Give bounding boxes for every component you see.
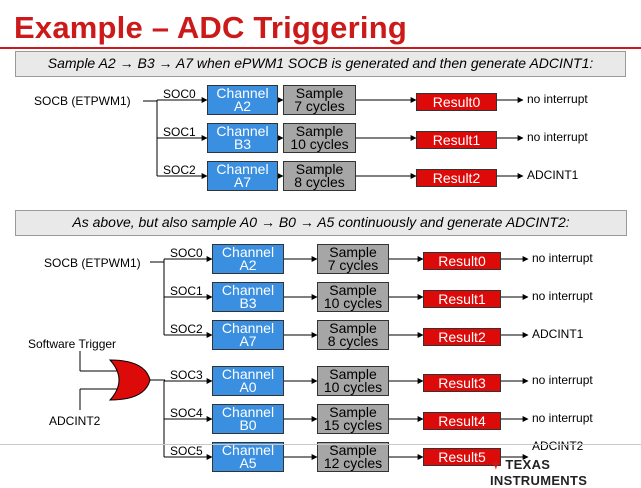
box-text-line: 8 cycles: [294, 174, 345, 190]
software-trigger-label: Software Trigger: [28, 337, 117, 351]
banner-section-2: As above, but also sample A0 → B0 → A5 c…: [15, 210, 627, 236]
logo-word-instruments: INSTRUMENTS: [490, 473, 588, 488]
output-label: no interrupt: [532, 411, 593, 425]
soc-label-soc2: SOC2: [163, 163, 196, 177]
box-text-line: A0: [239, 379, 257, 395]
soc-label-soc3: SOC3: [170, 368, 203, 382]
title-divider: [0, 47, 641, 49]
result-register-box: Result3: [423, 374, 501, 392]
box-text-line: 7 cycles: [294, 98, 345, 114]
output-label: no interrupt: [527, 130, 588, 144]
output-label: ADCINT1: [527, 168, 579, 182]
output-label: ADCINT1: [532, 327, 584, 341]
box-text-line: Channel: [221, 442, 275, 458]
output-label: no interrupt: [527, 92, 588, 106]
box-text-line: Channel: [221, 244, 275, 260]
box-text-line: 12 cycles: [323, 455, 383, 471]
box-text-line: 10 cycles: [323, 379, 383, 395]
banner-section-1: Sample A2 → B3 → A7 when ePWM1 SOCB is g…: [15, 51, 626, 77]
page-title: Example – ADC Triggering: [14, 10, 407, 45]
box-text-line: Channel: [221, 404, 275, 420]
box-text-line: A7: [239, 333, 257, 349]
box-text-line: B3: [239, 295, 257, 311]
box-text-line: Sample: [329, 244, 377, 260]
box-text-line: 15 cycles: [323, 417, 383, 433]
box-text-line: A2: [239, 257, 257, 273]
result-register-box: Result0: [423, 252, 501, 270]
box-text-line: Channel: [216, 123, 269, 139]
box-text-line: Channel: [221, 366, 275, 382]
texas-instruments-logo: ✦ TEXAS INSTRUMENTS: [490, 456, 641, 488]
result-register-box: Result1: [416, 131, 497, 149]
box-text-line: Channel: [216, 161, 269, 177]
source-label-2: SOCB (ETPWM1): [44, 256, 141, 270]
soc-label-soc1: SOC1: [170, 284, 203, 298]
soc-label-soc2: SOC2: [170, 322, 203, 336]
box-text-line: Sample: [329, 442, 377, 458]
box-text-line: 10 cycles: [323, 295, 383, 311]
soc-label-soc4: SOC4: [170, 406, 203, 420]
or-gate: [79, 351, 165, 410]
box-text-line: B3: [233, 136, 252, 152]
box-text-line: Sample: [329, 282, 377, 298]
result-register-box: Result2: [416, 169, 497, 187]
source-label-1: SOCB (ETPWM1): [34, 94, 131, 108]
adcint2-feedback-label: ADCINT2: [49, 414, 101, 428]
ti-logo-icon: ✦: [490, 456, 503, 472]
box-text-line: Sample: [329, 320, 377, 336]
box-text-line: 8 cycles: [327, 333, 379, 349]
box-text-line: Channel: [216, 85, 269, 101]
output-label: ADCINT2: [532, 439, 584, 453]
box-text-line: Sample: [295, 85, 344, 101]
result-register-box: Result2: [423, 328, 501, 346]
box-text-line: Sample: [329, 404, 377, 420]
result-register-box: Result4: [423, 412, 501, 430]
soc-label-soc1: SOC1: [163, 125, 196, 139]
box-text-line: 7 cycles: [327, 257, 379, 273]
footer-divider: [0, 444, 641, 445]
soc-label-soc5: SOC5: [170, 444, 203, 458]
soc-label-soc0: SOC0: [170, 246, 203, 260]
box-text-line: Channel: [221, 320, 275, 336]
output-label: no interrupt: [532, 251, 593, 265]
box-text-line: Sample: [295, 161, 344, 177]
box-text-line: Sample: [329, 366, 377, 382]
box-text-line: 10 cycles: [290, 136, 349, 152]
box-text-line: B0: [239, 417, 257, 433]
result-register-box: Result1: [423, 290, 501, 308]
output-label: no interrupt: [532, 373, 593, 387]
box-text-line: Sample: [295, 123, 344, 139]
soc-label-soc0: SOC0: [163, 87, 196, 101]
logo-word-texas: TEXAS: [505, 457, 551, 472]
box-text-line: A2: [233, 98, 252, 114]
result-register-box: Result0: [416, 93, 497, 111]
result-register-box: Result5: [423, 448, 501, 466]
box-text-line: A7: [233, 174, 252, 190]
box-text-line: A5: [239, 455, 257, 471]
output-label: no interrupt: [532, 289, 593, 303]
box-text-line: Channel: [221, 282, 275, 298]
